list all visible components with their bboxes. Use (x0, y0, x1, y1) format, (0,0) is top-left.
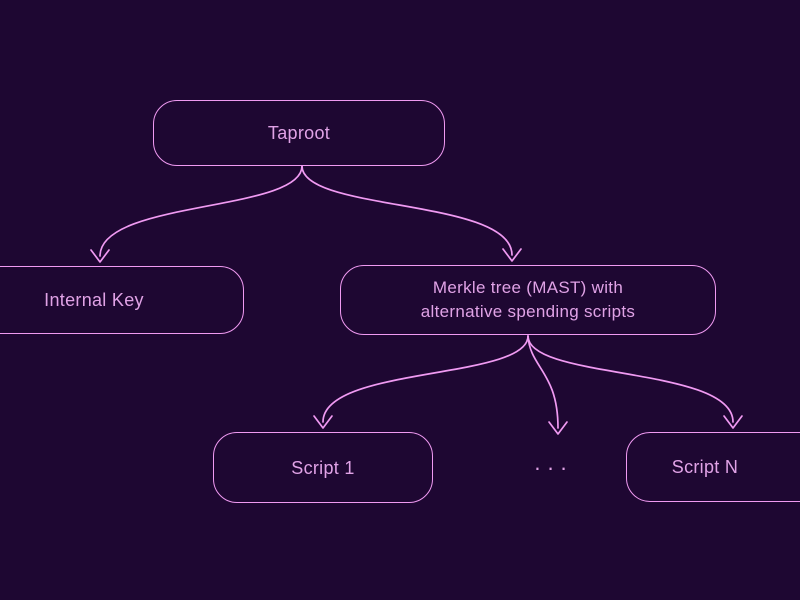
merkle-label-line1: Merkle tree (MAST) with (432, 278, 624, 297)
arrowhead-scriptn (723, 415, 743, 429)
edge-taproot-internal-key (99, 165, 303, 257)
node-script-n: Script N (626, 432, 800, 502)
node-taproot-label: Taproot (267, 123, 331, 143)
edge-merkle-scriptn (527, 335, 734, 423)
node-internal-key: Internal Key (0, 266, 244, 334)
node-merkle-tree-label: Merkle tree (MAST) with alternative spen… (421, 276, 635, 324)
edge-merkle-ellipsis (527, 335, 559, 429)
node-script-n-label: Script N (671, 457, 739, 477)
arrowhead-merkle (502, 248, 522, 262)
edge-taproot-merkle (301, 165, 513, 256)
arrowhead-internal-key (90, 249, 110, 263)
node-taproot: Taproot (153, 100, 445, 166)
arrowhead-script1 (313, 415, 333, 429)
node-script-1: Script 1 (213, 432, 433, 503)
node-internal-key-label: Internal Key (44, 290, 144, 310)
merkle-label-line2: alternative spending scripts (420, 302, 636, 321)
ellipsis-label: ... (534, 450, 574, 475)
node-script-1-label: Script 1 (291, 457, 355, 478)
arrowhead-ellipsis (548, 421, 568, 435)
edge-merkle-script1 (322, 335, 529, 423)
node-merkle-tree: Merkle tree (MAST) with alternative spen… (340, 265, 716, 335)
